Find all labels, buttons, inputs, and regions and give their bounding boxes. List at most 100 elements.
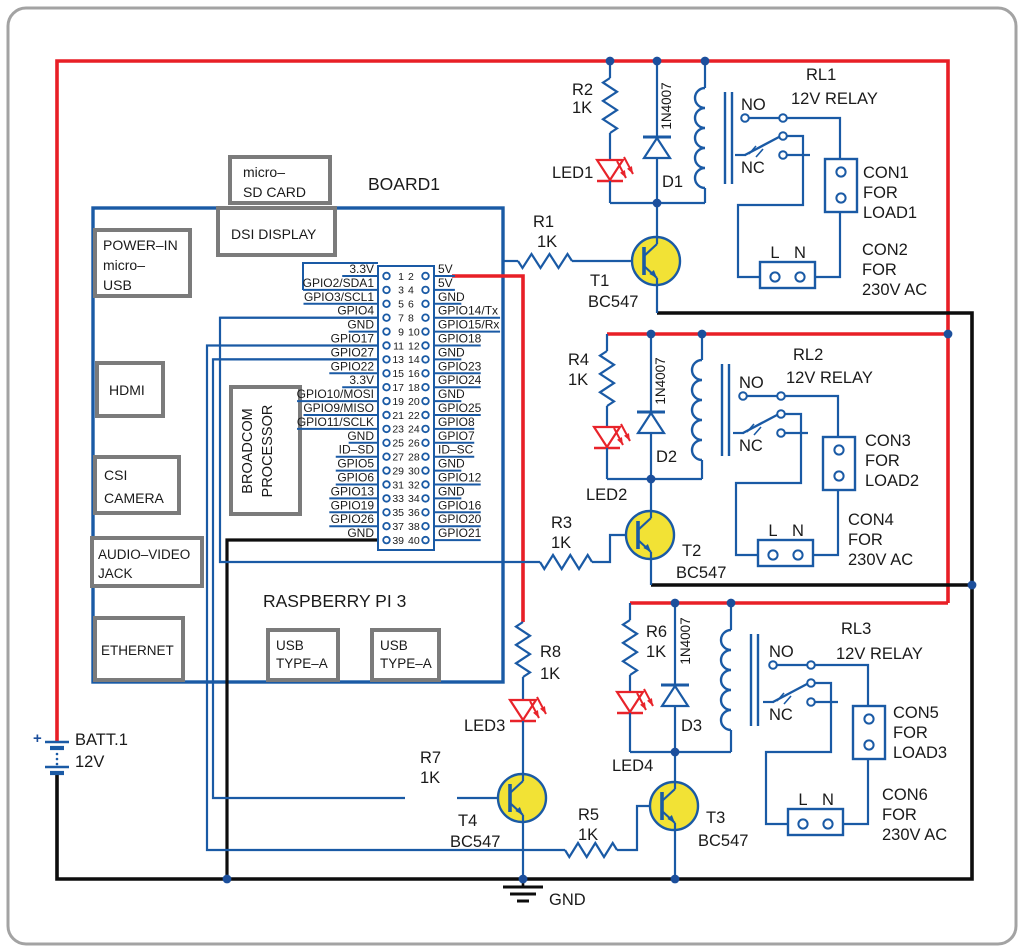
contact-terminal: [822, 818, 834, 830]
gpio-right-label: 5V: [438, 262, 453, 276]
contact-terminal: [794, 271, 806, 283]
diode-part: 1N4007: [659, 82, 674, 129]
wire-no-contact: [743, 394, 840, 437]
con-label: 230V AC: [882, 826, 947, 844]
resistor-value: 1K: [537, 233, 557, 251]
led-arrow-head: [617, 437, 623, 445]
wire-ground-pin39: [225, 538, 378, 879]
resistor-R4: [597, 350, 617, 407]
resistor-R6: [620, 619, 640, 676]
con-label: CON3: [865, 432, 911, 450]
gpio-right-label: GPIO12: [438, 471, 482, 485]
gpio-right-label: GPIO18: [438, 332, 482, 346]
gpio-right-label: GPIO21: [438, 526, 482, 540]
gpio-left-label: ID–SD: [339, 443, 375, 457]
transistor-emitter-arrow: [667, 815, 675, 823]
box-micro-sd-label: SD CARD: [243, 184, 306, 200]
gpio-left-label: GPIO27: [331, 345, 375, 359]
con-label: FOR: [863, 184, 898, 202]
con-label: 230V AC: [862, 281, 927, 299]
transistor-collector: [643, 243, 658, 257]
led-ref: LED2: [586, 486, 627, 504]
relay-pivot-hatch: [748, 145, 757, 155]
gpio-left-label: GPIO13: [331, 484, 375, 498]
gpio-pin-hole: [382, 508, 391, 517]
led-ref: LED1: [552, 164, 593, 182]
pin-number: 28: [408, 452, 420, 464]
pin-number: 3: [398, 285, 404, 297]
pin-number: 15: [392, 368, 404, 380]
contact-terminal: [863, 739, 875, 751]
contact-terminal: [778, 131, 788, 141]
resistor-value: 1K: [568, 371, 588, 389]
gpio-pin-hole: [382, 396, 391, 406]
pin-number: 23: [392, 424, 404, 436]
con-label: FOR: [848, 531, 883, 549]
led-arrow-head: [533, 710, 539, 718]
l-label: L: [768, 522, 777, 540]
gpio-pin-hole: [382, 494, 391, 503]
relay-type: 12V RELAY: [791, 90, 878, 108]
gpio-left-label: GND: [347, 429, 374, 443]
pin-number: 10: [408, 326, 420, 338]
contact-terminal: [797, 818, 809, 830]
pin-number: 34: [408, 493, 420, 505]
box-usb-1-label: TYPE–A: [276, 656, 328, 671]
gpio-right-label: GPIO25: [438, 401, 482, 415]
gpio-pin-hole: [421, 452, 430, 461]
box-power-in-label: micro–: [103, 257, 145, 273]
box-micro-sd-label: micro–: [243, 164, 285, 180]
resistor-R5: [564, 840, 618, 860]
gpio-pin-hole: [382, 424, 391, 434]
gpio-pin-hole: [382, 535, 391, 545]
contact-terminal: [778, 150, 788, 160]
pin-number: 33: [392, 493, 404, 505]
contact-terminal: [833, 444, 845, 456]
pin-number: 12: [408, 340, 420, 352]
connector-CON4: [756, 538, 815, 568]
gpio-pin-hole: [421, 369, 430, 378]
pin-number: 36: [408, 507, 420, 519]
gpio-pin-hole: [421, 285, 430, 295]
gpio-right-label: GND: [438, 290, 465, 304]
junction-dot: [670, 598, 680, 608]
junction-dot: [726, 598, 736, 608]
battery-dot: [55, 752, 59, 756]
gpio-pin-hole: [382, 299, 391, 308]
pin-number: 20: [408, 396, 420, 408]
gpio-right-label: 5V: [438, 276, 453, 290]
gpio-pin-hole: [382, 285, 391, 295]
pin-number: 31: [392, 479, 404, 491]
contact-terminal: [776, 409, 786, 419]
box-dsi-display: [216, 206, 337, 257]
junction-dot: [967, 580, 977, 590]
pin-number: 30: [408, 465, 420, 477]
box-usb-2: [370, 628, 441, 682]
con-label: LOAD3: [893, 744, 947, 762]
relay-pivot-hatch: [783, 695, 792, 705]
box-usb-2-label: USB: [380, 638, 408, 653]
resistor-value: 1K: [540, 665, 560, 683]
gpio-left-label: GPIO2/SDA1: [303, 276, 375, 290]
gpio-right-label: GPIO8: [438, 415, 475, 429]
box-av-jack-label: AUDIO–VIDEO: [98, 547, 190, 562]
gpio-pin-hole: [382, 341, 391, 350]
pin-number: 7: [398, 313, 404, 325]
box-power-in-label: USB: [103, 277, 132, 293]
gpio-pin-hole: [382, 369, 391, 378]
led-LED3: [507, 698, 539, 723]
pin-number: 21: [392, 410, 404, 422]
n-label: N: [822, 791, 834, 809]
gpio-pin-hole: [421, 313, 430, 322]
con-label: FOR: [862, 261, 897, 279]
n-label: N: [792, 522, 804, 540]
board-name: RASPBERRY PI 3: [263, 591, 406, 611]
gpio-pin-hole: [382, 452, 391, 461]
junction-dot: [697, 329, 707, 339]
wire-3v3-bus: [302, 262, 378, 290]
relay-pivot-hatch: [746, 423, 755, 433]
wire-common: [736, 134, 805, 279]
contact-terminal: [833, 470, 845, 482]
gpio-pin-hole: [421, 299, 430, 308]
battery-ref: BATT.1: [75, 731, 128, 749]
